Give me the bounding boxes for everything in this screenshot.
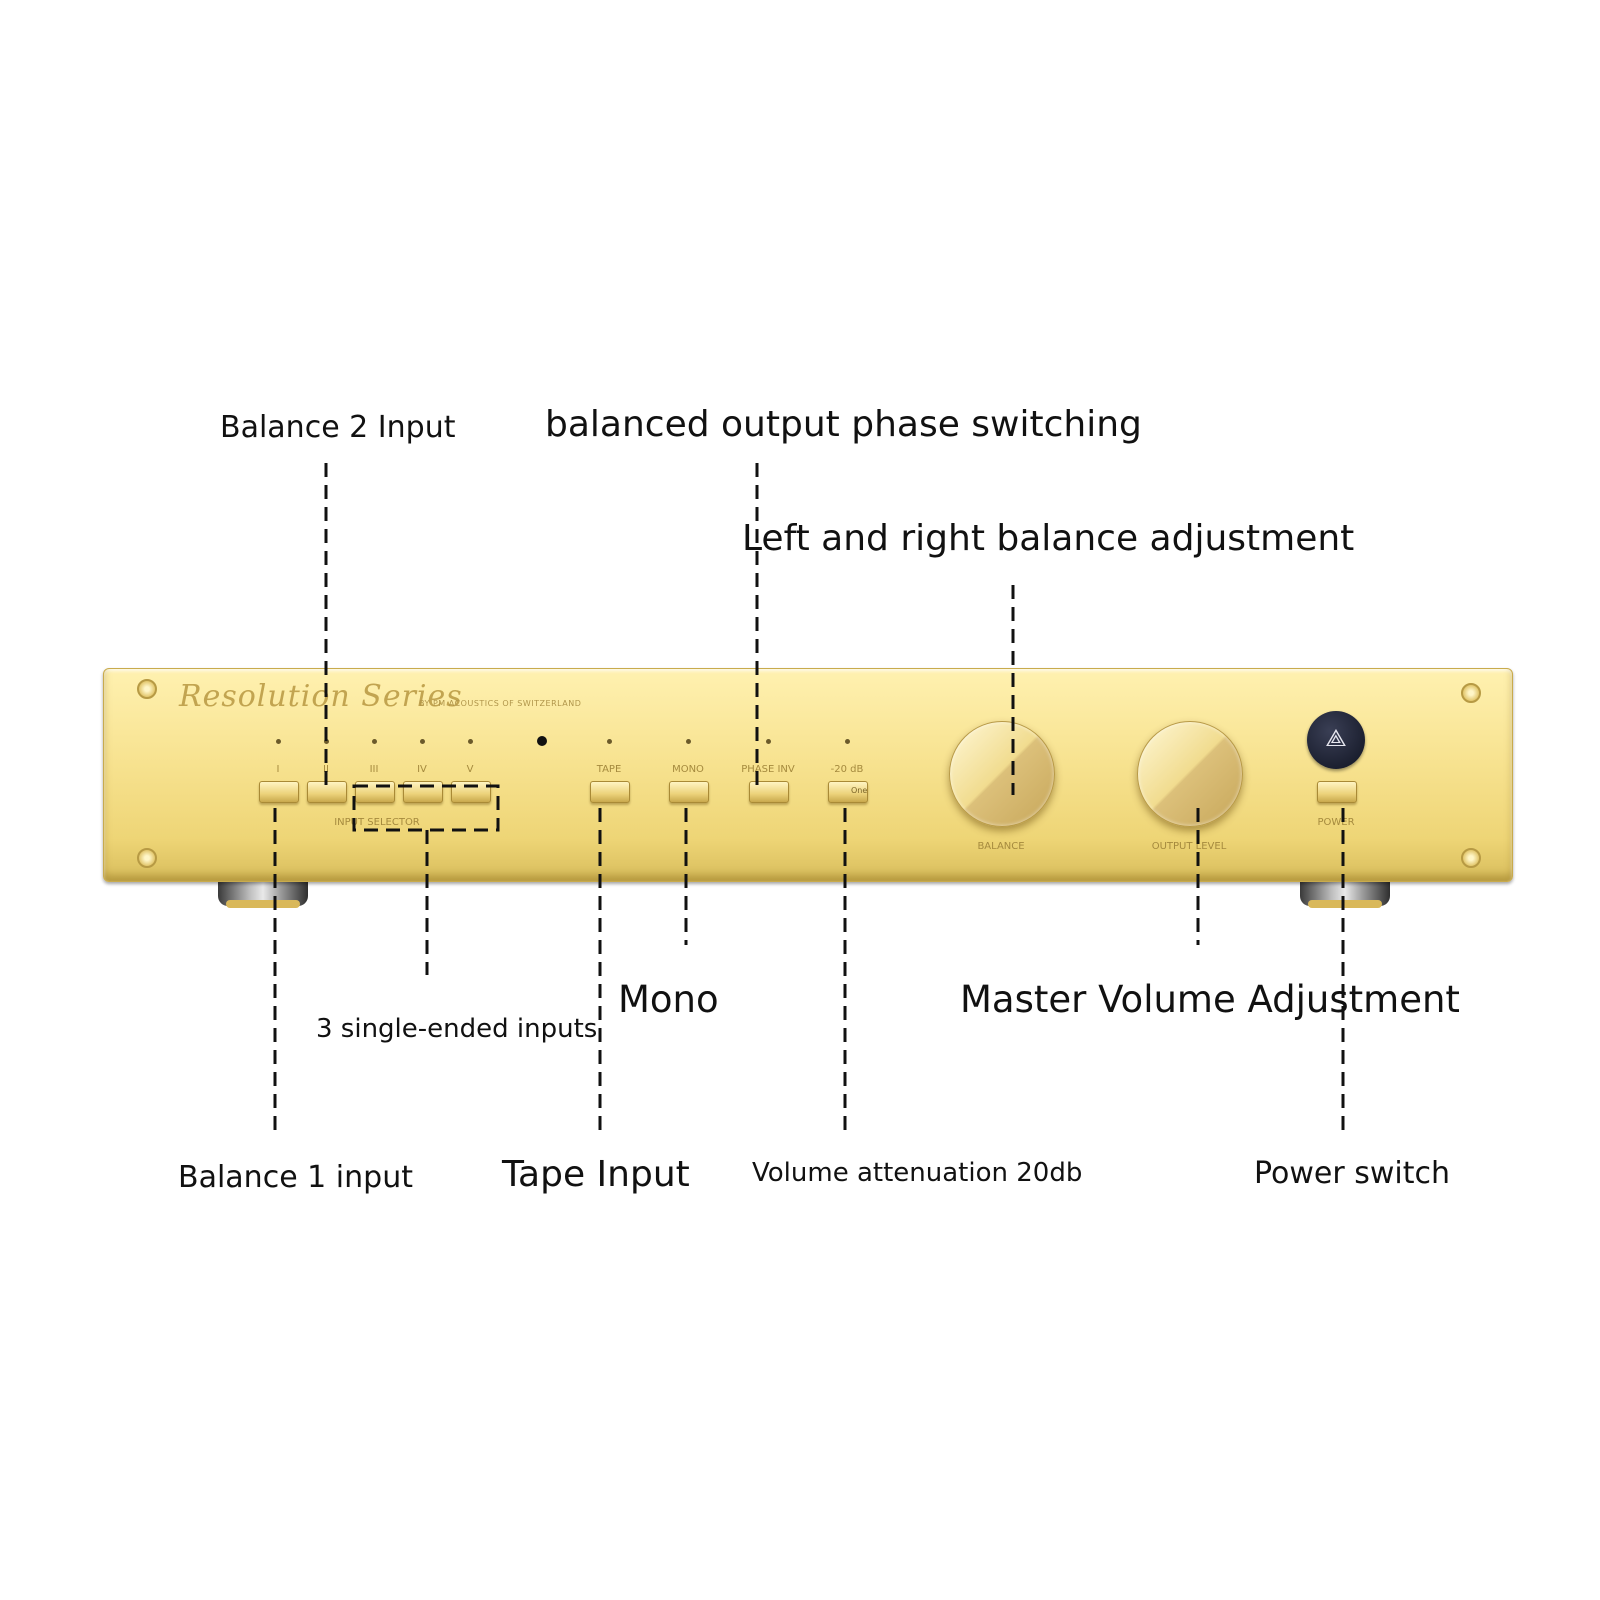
label-minus-20db: -20 dB: [830, 764, 864, 775]
led-input-5: [468, 739, 473, 744]
led-input-4: [420, 739, 425, 744]
led-tape: [607, 739, 612, 744]
maker-text: BY PM ACOUSTICS OF SWITZERLAND: [419, 699, 582, 708]
callout-lr-balance: Left and right balance adjustment: [742, 518, 1355, 559]
label-mono: MONO: [672, 764, 704, 775]
callout-tape-input: Tape Input: [502, 1154, 690, 1195]
right-foot-rim: [1308, 900, 1382, 908]
output-level-knob[interactable]: [1137, 721, 1243, 827]
callout-phase-switching: balanced output phase switching: [545, 404, 1142, 445]
callout-master-volume: Master Volume Adjustment: [960, 978, 1460, 1021]
screw-bottom-left: [137, 848, 157, 868]
led-input-3: [372, 739, 377, 744]
label-balance: BALANCE: [977, 841, 1025, 852]
label-input-selector: INPUT SELECTOR: [334, 817, 420, 828]
single-ended-box: [352, 784, 500, 832]
led-minus-20db: [845, 739, 850, 744]
label-power: POWER: [1317, 817, 1355, 828]
label-input-1: I: [276, 764, 280, 775]
led-status: [537, 736, 547, 746]
callout-single-ended-inputs: 3 single-ended inputs: [316, 1014, 598, 1044]
preamp-front-panel: Resolution Series BY PM ACOUSTICS OF SWI…: [103, 668, 1513, 882]
led-input-1: [276, 739, 281, 744]
brand-badge: ⟁: [1307, 711, 1365, 769]
label-input-2: II: [323, 764, 329, 775]
label-input-4: IV: [417, 764, 427, 775]
callout-mono: Mono: [618, 978, 719, 1021]
left-foot-rim: [226, 900, 300, 908]
phase-inv-button[interactable]: [749, 781, 789, 803]
callout-balance-2-input: Balance 2 Input: [220, 410, 456, 445]
input-1-button[interactable]: [259, 781, 299, 803]
callout-volume-attenuation: Volume attenuation 20db: [752, 1158, 1083, 1188]
callout-balance-1-input: Balance 1 input: [178, 1160, 413, 1195]
label-output-level: OUTPUT LEVEL: [1151, 841, 1227, 852]
mono-button[interactable]: [669, 781, 709, 803]
minus-20db-button[interactable]: One: [828, 781, 868, 803]
led-mono: [686, 739, 691, 744]
led-input-2: [324, 739, 329, 744]
label-input-3: III: [369, 764, 379, 775]
label-tape: TAPE: [596, 764, 622, 775]
input-5-button[interactable]: [451, 781, 491, 803]
balance-knob[interactable]: [949, 721, 1055, 827]
power-button[interactable]: [1317, 781, 1357, 803]
triangle-logo-icon: ⟁: [1325, 724, 1347, 752]
screw-top-right: [1461, 683, 1481, 703]
led-phase-inv: [766, 739, 771, 744]
button-mark: One: [851, 786, 868, 795]
brand-logo: Resolution Series: [179, 679, 463, 714]
screw-bottom-right: [1461, 848, 1481, 868]
label-input-5: V: [466, 764, 474, 775]
label-phase-inv: PHASE INV: [741, 764, 795, 775]
tape-button[interactable]: [590, 781, 630, 803]
screw-top-left: [137, 679, 157, 699]
callout-power-switch: Power switch: [1254, 1156, 1451, 1191]
